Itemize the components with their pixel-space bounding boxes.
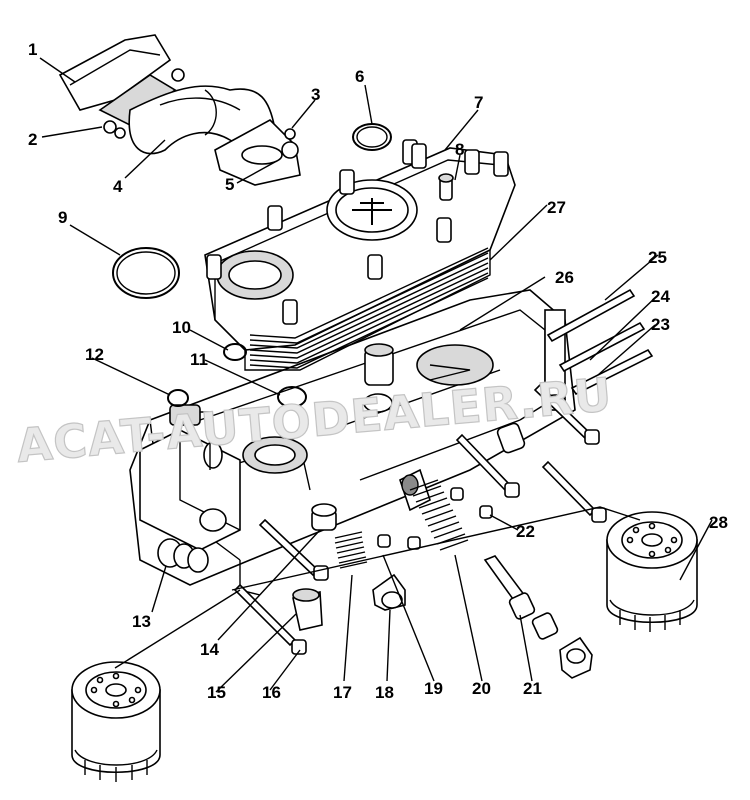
cooler-bosses — [206, 139, 509, 325]
callout-5: 5 — [225, 175, 234, 194]
callout-26: 26 — [555, 268, 574, 287]
callout-15: 15 — [207, 683, 226, 702]
cooler-fins — [249, 247, 489, 369]
callout-2: 2 — [28, 130, 37, 149]
oil-filter-left — [71, 661, 161, 782]
oil-cooler — [204, 139, 516, 371]
long-bolts — [546, 288, 654, 396]
oil-filter-right — [606, 511, 698, 632]
callout-24: 24 — [651, 287, 670, 306]
callout-22: 22 — [516, 522, 535, 541]
callout-27: 27 — [547, 198, 566, 217]
small-spring — [334, 531, 368, 569]
filter-housing — [129, 289, 576, 596]
inlet-pipe — [58, 34, 301, 186]
callout-13: 13 — [132, 612, 151, 631]
plugs — [157, 503, 406, 631]
springs-and-valves — [334, 479, 593, 679]
large-spring — [409, 479, 469, 551]
callout-17: 17 — [333, 683, 352, 702]
callout-23: 23 — [651, 315, 670, 334]
callout-11: 11 — [190, 350, 208, 369]
callout-8: 8 — [455, 140, 464, 159]
callout-12: 12 — [85, 345, 104, 364]
callout-10: 10 — [172, 318, 191, 337]
callout-9: 9 — [58, 208, 67, 227]
callout-1: 1 — [28, 40, 37, 59]
callout-3: 3 — [311, 85, 320, 104]
callout-21: 21 — [523, 679, 542, 698]
callout-19: 19 — [424, 679, 443, 698]
callout-20: 20 — [472, 679, 491, 698]
mounting-bolts — [233, 383, 607, 655]
callout-14: 14 — [200, 640, 219, 659]
leader-lines — [39, 57, 713, 693]
callouts: 1 2 3 4 5 6 7 8 9 10 11 12 13 14 15 16 1… — [28, 40, 728, 702]
callout-4: 4 — [113, 177, 123, 196]
callout-6: 6 — [355, 67, 364, 86]
callout-7: 7 — [474, 93, 483, 112]
callout-28: 28 — [709, 513, 728, 532]
callout-25: 25 — [648, 248, 667, 267]
callout-16: 16 — [262, 683, 281, 702]
callout-18: 18 — [375, 683, 394, 702]
